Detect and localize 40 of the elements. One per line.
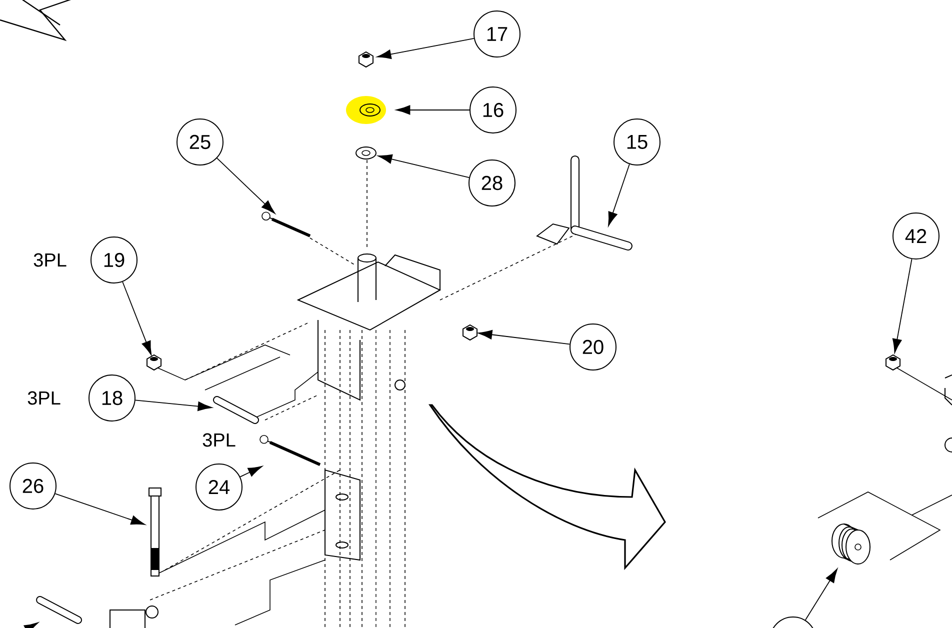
leader-arrow	[122, 281, 152, 356]
leader-arrow	[240, 466, 262, 478]
leader-arrow	[608, 164, 630, 226]
callout-number: 42	[892, 212, 940, 260]
part-drawing	[146, 354, 162, 371]
callout-number: 15	[614, 118, 660, 166]
callout-number: 17	[474, 10, 520, 58]
leader-arrow	[216, 158, 276, 214]
part-drawing	[358, 51, 374, 68]
leader-arrow	[24, 622, 38, 628]
part-drawing	[36, 596, 82, 624]
leader-arrow	[478, 330, 570, 345]
leader-arrow	[804, 568, 838, 620]
part-drawing	[462, 324, 478, 341]
callout-number: 18	[88, 374, 136, 422]
leader-arrow	[376, 38, 474, 59]
callout-number: 28	[468, 160, 516, 206]
callout-number: 20	[570, 324, 616, 370]
callout-number: 19	[90, 236, 138, 284]
leader-arrow	[892, 258, 912, 354]
callout-number: 26	[10, 462, 56, 510]
callout-number: 24	[196, 464, 242, 510]
quantity-label: 3PL	[202, 433, 236, 447]
part-drawing	[346, 96, 386, 124]
part-drawing	[832, 524, 870, 564]
part-drawing	[148, 488, 162, 576]
callout-number: 16	[470, 86, 516, 134]
part-drawing	[213, 396, 259, 424]
leader-arrow	[54, 493, 146, 525]
part-drawing	[262, 212, 311, 238]
part-drawing	[886, 354, 900, 371]
callout-number: 25	[176, 118, 224, 166]
leader-arrow	[378, 154, 470, 178]
part-drawing	[356, 146, 376, 160]
leader-arrow	[134, 400, 212, 411]
leader-arrow	[396, 105, 470, 115]
quantity-label: 3PL	[34, 253, 66, 267]
part-drawing	[260, 435, 321, 466]
part-drawing	[570, 226, 632, 250]
quantity-label: 3PL	[28, 391, 60, 405]
